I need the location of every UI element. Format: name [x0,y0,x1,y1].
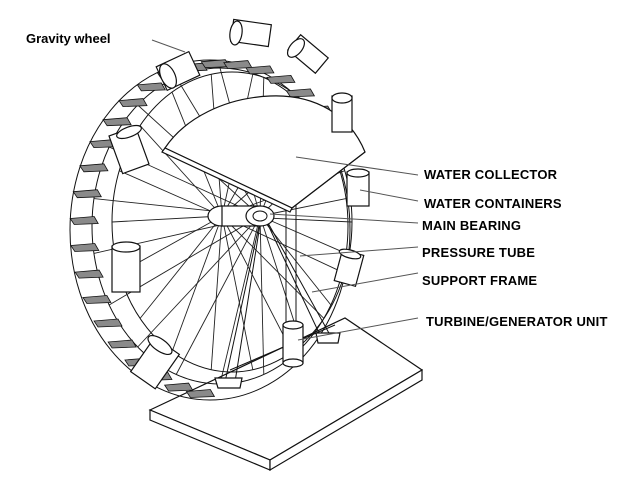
water-collector [161,95,366,213]
bucket-paddle [69,216,99,225]
spoke [259,198,347,217]
spoke [221,215,325,319]
wheel-buckets [69,59,348,398]
spoke [139,125,223,217]
spoke [139,215,223,319]
spoke [259,215,332,306]
label-support-frame: SUPPORT FRAME [422,273,537,288]
bucket-paddle [136,82,166,92]
container-right-2 [333,248,365,288]
container-top-2 [286,33,330,75]
main-bearing [207,205,275,227]
bucket-paddle [185,389,216,398]
bucket-paddle [70,243,100,252]
spoke [219,215,261,385]
container-top-3 [155,50,201,92]
bucket-paddle [102,117,132,127]
base-platform [148,317,424,472]
spoke [210,215,223,370]
label-water-collector: WATER COLLECTOR [424,167,558,182]
spoke [137,215,261,348]
water-containers [108,18,370,390]
container-left-1 [108,124,150,175]
spoke [221,215,254,370]
container-right-1 [346,168,370,207]
container-left-2 [111,241,141,293]
label-main-bearing: MAIN BEARING [422,218,521,233]
spoke [259,215,265,375]
bucket-paddle [163,382,194,392]
label-water-containers: WATER CONTAINERS [424,196,562,211]
spoke [175,215,261,375]
label-turbine-generator: TURBINE/GENERATOR UNIT [426,314,608,329]
bucket-paddle [107,339,137,349]
bucket-paddle [74,269,104,279]
diagram-title: Gravity wheel [26,31,111,46]
container-bottom-1 [129,334,181,390]
leader-lines [151,39,419,341]
bucket-paddle [118,98,148,108]
bucket-paddle [82,295,112,304]
container-top-4 [331,92,353,133]
label-pressure-tube: PRESSURE TUBE [422,245,535,260]
bucket-paddle [93,318,123,328]
pressure-tube [285,190,297,330]
spoke [221,215,293,353]
container-top-1 [229,18,273,48]
bucket-paddle [245,65,275,75]
spoke [259,215,347,254]
bucket-paddle [79,163,109,173]
spoke [111,215,223,223]
bucket-paddle [72,189,102,199]
bucket-paddle [266,74,296,84]
spoke [119,170,223,217]
turbine-generator-unit [282,320,304,368]
bucket-paddle [285,88,316,98]
